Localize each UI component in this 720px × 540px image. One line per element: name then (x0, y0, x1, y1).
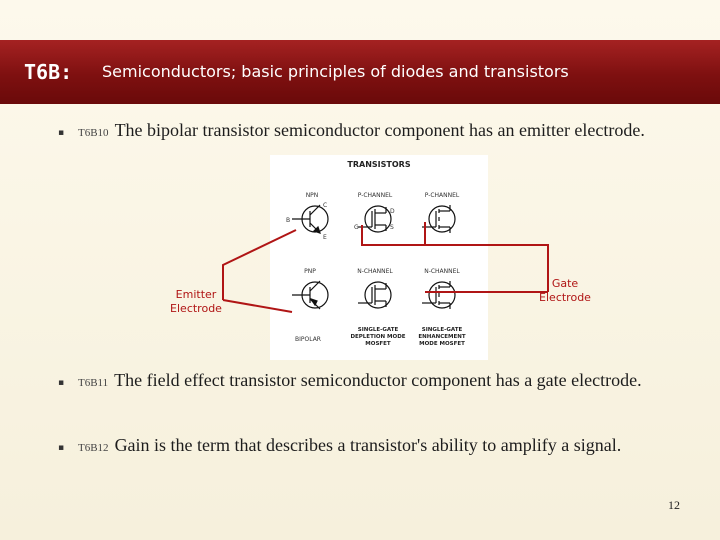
bullet-text: The bipolar transistor semiconductor com… (114, 120, 645, 140)
label-p-channel-1: P-CHANNEL (358, 192, 393, 199)
transistor-symbols: TRANSISTORS NPN P-CHANNEL P-CHANNEL B C … (286, 160, 466, 347)
label-s: S (390, 224, 394, 231)
question-code: T6B11 (78, 377, 109, 389)
label-pnp: PNP (304, 268, 316, 275)
title-bar (0, 40, 720, 104)
bullet-text: The field effect transistor semiconducto… (114, 370, 642, 390)
emitter-callout-line2: Electrode (170, 302, 222, 315)
label-depletion-1: SINGLE-GATE (358, 327, 399, 333)
figure-title: TRANSISTORS (347, 160, 410, 169)
label-d: D (390, 208, 395, 215)
label-enhancement-3: MODE MOSFET (419, 341, 465, 347)
label-depletion-3: MOSFET (365, 341, 391, 347)
section-code: T6B: (24, 60, 73, 84)
label-n-channel-1: N-CHANNEL (357, 268, 393, 275)
bullet-t6b11: T6B11 The field effect transistor semicon… (78, 368, 698, 396)
bullet-marker: ▪ (58, 443, 65, 453)
bullet-t6b12: T6B12 Gain is the term that describes a t… (78, 433, 698, 461)
label-enhancement-1: SINGLE-GATE (422, 327, 463, 333)
emitter-callout-line1: Emitter (175, 288, 217, 301)
label-c: C (323, 202, 327, 209)
label-p-channel-2: P-CHANNEL (425, 192, 460, 199)
question-code: T6B10 (78, 127, 109, 139)
label-npn: NPN (306, 192, 319, 199)
bullet-marker: ▪ (58, 128, 65, 138)
p-channel-symbol-1 (358, 205, 392, 233)
label-bipolar: BIPOLAR (295, 336, 321, 343)
gate-callout-line2: Electrode (539, 291, 591, 304)
label-depletion-2: DEPLETION MODE (350, 334, 405, 340)
label-n-channel-2: N-CHANNEL (424, 268, 460, 275)
question-code: T6B12 (78, 442, 109, 454)
bullet-marker: ▪ (58, 378, 65, 388)
transistor-figure: TRANSISTORS NPN P-CHANNEL P-CHANNEL B C … (270, 155, 488, 360)
n-channel-symbol-1 (358, 281, 392, 309)
p-channel-symbol-2 (422, 205, 456, 233)
label-b: B (286, 217, 290, 224)
label-e: E (323, 234, 327, 241)
npn-symbol (292, 204, 329, 234)
label-g: G (354, 224, 359, 231)
pnp-symbol (292, 280, 329, 310)
emitter-callout: Emitter Electrode (166, 288, 226, 316)
page-number: 12 (668, 498, 680, 512)
bullet-t6b10: T6B10 The bipolar transistor semiconducto… (78, 118, 698, 146)
bullet-text: Gain is the term that describes a transi… (114, 435, 622, 455)
n-channel-symbol-2 (422, 281, 456, 309)
label-enhancement-2: ENHANCEMENT (418, 334, 465, 340)
gate-callout: Gate Electrode (532, 277, 598, 305)
slide-title: Semiconductors; basic principles of diod… (102, 62, 569, 81)
gate-callout-line1: Gate (551, 277, 579, 290)
